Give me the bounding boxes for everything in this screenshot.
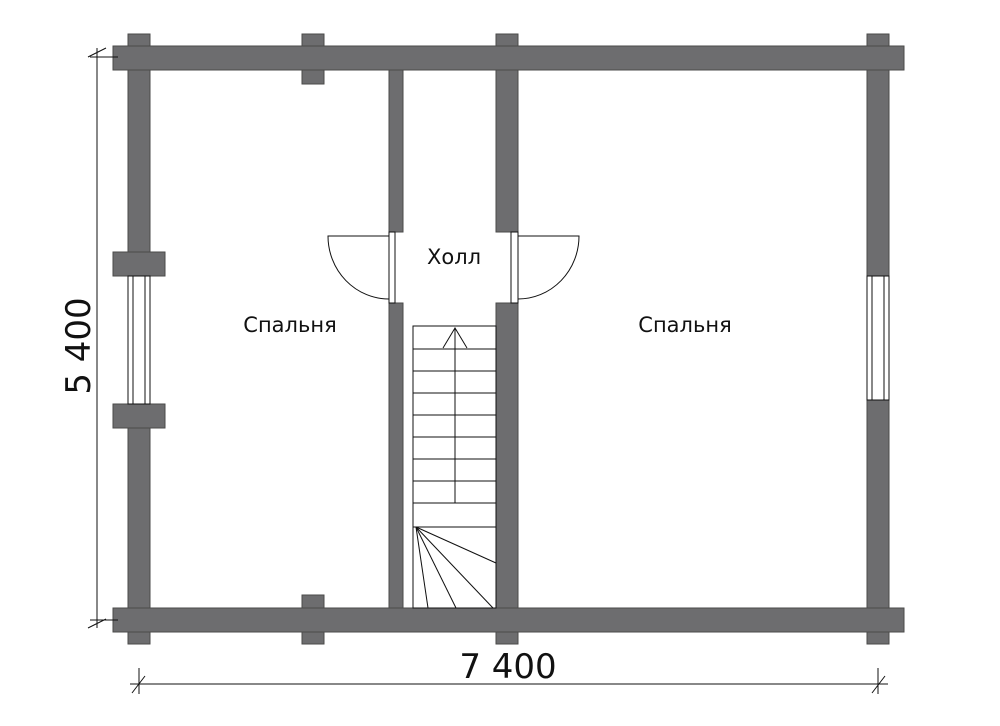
windows — [127, 275, 890, 405]
stair-winder — [415, 526, 497, 564]
top-wall — [112, 45, 905, 71]
room-label-hall: Холл — [427, 245, 481, 269]
left-door-leaf — [388, 231, 396, 304]
room-label-right-bedroom: Спальня — [638, 313, 731, 337]
wall-right-upper — [495, 69, 519, 233]
width-dimension: 7 400 — [459, 647, 556, 687]
right-wall-lower — [866, 399, 890, 609]
walls — [112, 33, 905, 645]
left-wall-lower — [127, 427, 151, 609]
height-dimension: 5 400 — [59, 297, 99, 394]
log-end — [866, 631, 890, 645]
stair-arrow-icon — [442, 327, 468, 349]
bottom-wall — [112, 607, 905, 633]
log-end — [301, 631, 325, 645]
log-end — [301, 69, 325, 85]
stair-winder — [415, 526, 429, 609]
staircase — [412, 325, 497, 609]
stair-outline — [412, 325, 497, 609]
log-end — [301, 594, 325, 609]
wall-right-lower — [495, 302, 519, 609]
doors — [327, 231, 580, 304]
dimension-vertical: 5 400 — [59, 47, 118, 629]
right-door-leaf — [510, 231, 519, 304]
right-door-swing — [517, 235, 580, 300]
right-wall-upper — [866, 69, 890, 277]
room-label-left-bedroom: Спальня — [243, 313, 336, 337]
left-window-frame-top — [112, 251, 166, 277]
dimension-tick — [87, 47, 107, 58]
left-wall-upper — [127, 69, 151, 253]
log-end — [301, 33, 325, 47]
partition-left-upper — [388, 69, 404, 233]
stair-winder — [415, 526, 494, 609]
dimension-horizontal: 7 400 — [130, 647, 888, 694]
left-window — [127, 275, 151, 405]
left-window-frame-bottom — [112, 403, 166, 429]
left-door-swing — [327, 235, 390, 300]
log-end — [495, 33, 519, 47]
log-end — [127, 33, 151, 47]
right-window — [866, 275, 890, 401]
log-end — [866, 33, 890, 47]
partition-left-lower — [388, 302, 404, 609]
stair-winder — [415, 526, 457, 609]
log-end — [127, 631, 151, 645]
log-end — [495, 631, 519, 645]
